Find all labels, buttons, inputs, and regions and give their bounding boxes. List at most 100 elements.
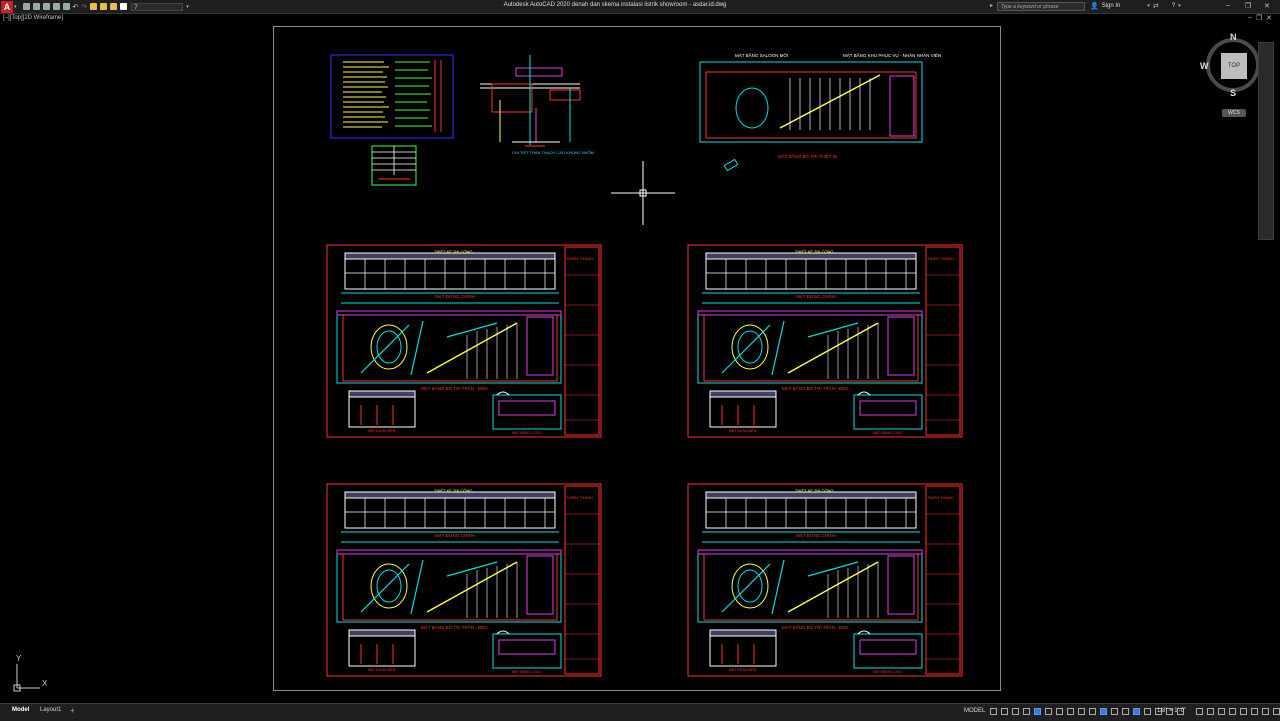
sheet2-mid-title: MẶT ĐỨNG CHÍNH [796, 293, 836, 299]
tab-layout1[interactable]: Layout1 [40, 707, 62, 713]
auto-scale-icon[interactable] [1177, 708, 1184, 715]
layer-lock-icon[interactable] [110, 3, 118, 10]
workspace-gear-icon[interactable] [1196, 708, 1203, 715]
maximize-button[interactable]: ❐ [1245, 3, 1252, 10]
doc-close-button[interactable]: ✕ [1266, 15, 1272, 22]
close-button[interactable]: ✕ [1264, 3, 1270, 10]
open-file-icon[interactable] [32, 3, 40, 10]
doc-restore-button[interactable]: ❐ [1256, 15, 1263, 22]
isolate-objects-icon[interactable] [1251, 708, 1258, 715]
gizmo-icon[interactable] [1155, 708, 1162, 715]
ucs-icon [13, 664, 40, 692]
dynamic-ucs-icon[interactable] [1133, 708, 1140, 715]
object-snap-icon[interactable] [1078, 708, 1085, 715]
ortho-icon[interactable] [1034, 708, 1041, 715]
exchange-icon[interactable]: ⇄ [1152, 3, 1159, 10]
annotation-visibility-icon[interactable] [1166, 708, 1173, 715]
top-right-title-1: MẶT BẰNG SALOON MÔI [735, 51, 788, 58]
sheet1-bottom-left: MẶT ĐỨNG BÊN [368, 428, 396, 433]
lineweight-icon[interactable] [1089, 708, 1096, 715]
compass-north-label[interactable]: N [1230, 32, 1237, 42]
sheet3-bottom-left: MẶT ĐỨNG BÊN [368, 667, 396, 672]
viewcube[interactable]: TOP N S E W [1200, 32, 1268, 98]
sheet2-bottom-right: MẶT BẰNG LOGO [873, 430, 903, 435]
top-right-title-2: MẶT BẰNG KHU PHỤC VỤ - NHÂN NHÂN VIÊN [843, 51, 941, 58]
qat-customize-icon[interactable]: ▾ [186, 3, 189, 10]
snap-icon[interactable] [1001, 708, 1008, 715]
redo-icon[interactable]: ↷ [81, 4, 88, 11]
sheet4-bottom-right: MẶT BẰNG LOGO [873, 669, 903, 674]
sheet1-header: THIẾT KẾ THI CÔNG [434, 249, 473, 254]
save-icon[interactable] [42, 3, 50, 10]
sheet1-mid-title: MẶT ĐỨNG CHÍNH [435, 293, 475, 299]
sheet2-plan-title: MẶT BẰNG BỐ TRÍ TRẦN - ĐÈN [782, 384, 849, 391]
sign-in-arrow-icon[interactable]: ▾ [1147, 3, 1150, 9]
selection-filter-icon[interactable] [1144, 708, 1151, 715]
sign-in-area: 👤 Sign In ▾ ⇄ ? ▾ [1090, 2, 1181, 10]
navigation-bar[interactable] [1258, 42, 1274, 240]
dynamic-input-icon[interactable] [1023, 708, 1030, 715]
add-layout-button[interactable]: + [70, 706, 75, 715]
quick-properties-icon[interactable] [1229, 708, 1236, 715]
detail-caption-text: CHI TIẾT TRẦN THẠCH CAO KHUNG NHÔM [512, 150, 594, 155]
compass-south-label[interactable]: S [1230, 88, 1237, 98]
search-input[interactable]: Type a keyword or phrase [997, 2, 1085, 11]
quick-access-toolbar: ↶ ↷ [22, 3, 128, 11]
isodraft-icon[interactable] [1056, 708, 1063, 715]
layer-sun-icon[interactable] [100, 3, 108, 10]
layer-color-icon[interactable] [120, 3, 128, 10]
sheet3-header: THIẾT KẾ THI CÔNG [434, 488, 473, 493]
sheet1-company: THIÊN THÀNH [566, 256, 593, 261]
save-as-icon[interactable] [52, 3, 60, 10]
layer-bulb-icon[interactable] [90, 3, 98, 10]
3d-osnap-icon[interactable] [1122, 708, 1129, 715]
units-icon[interactable] [1218, 708, 1225, 715]
compass-west-label[interactable]: W [1200, 61, 1209, 71]
object-snap-tracking-icon[interactable] [1067, 708, 1074, 715]
help-icon[interactable]: ? [1171, 3, 1176, 9]
sheet4-header: THIẾT KẾ THI CÔNG [795, 488, 834, 493]
help-arrow-icon[interactable]: ▾ [1178, 3, 1181, 9]
status-right-tools [1196, 708, 1280, 715]
application-menu-button[interactable]: A [1, 0, 13, 13]
new-file-icon[interactable] [22, 3, 30, 10]
sheet2-header: THIẾT KẾ THI CÔNG [795, 249, 834, 254]
sheet3-mid-title: MẶT ĐỨNG CHÍNH [435, 532, 475, 538]
application-menu-arrow-icon[interactable]: ▾ [14, 3, 17, 10]
lock-ui-icon[interactable] [1240, 708, 1247, 715]
polar-tracking-icon[interactable] [1045, 708, 1052, 715]
wcs-menu-button[interactable]: WCS [1222, 109, 1246, 117]
search-arrow-icon[interactable]: ▸ [990, 3, 994, 9]
sign-in-link[interactable]: Sign In [1101, 3, 1121, 9]
top-right-subtitle: MẶT BẰNG BỐ TRÍ THIẾT BỊ [778, 152, 837, 159]
grid-icon[interactable] [990, 708, 997, 715]
viewport-controls-label[interactable]: [–][Top][2D Wireframe] [3, 15, 64, 21]
title-bar: A ▾ ↶ ↷ 7 ▾ [0, 0, 1280, 14]
viewcube-top-face[interactable]: TOP [1221, 53, 1247, 79]
annotation-monitor-icon[interactable] [1207, 708, 1214, 715]
layer-dropdown[interactable]: 7 [131, 2, 184, 11]
sheet4-bottom-left: MẶT ĐỨNG BÊN [729, 667, 757, 672]
paper-boundary [273, 26, 1001, 691]
doc-minimize-button[interactable]: – [1248, 14, 1252, 21]
legend-table-drawing [330, 54, 454, 186]
infer-constraints-icon[interactable] [1012, 708, 1019, 715]
plot-icon[interactable] [62, 3, 70, 10]
graphics-performance-icon[interactable] [1262, 708, 1269, 715]
drawing-canvas[interactable]: CHI TIẾT TRẦN THẠCH CAO KHUNG NHÔM MẶT B… [0, 0, 1280, 703]
sheet4-plan-title: MẶT BẰNG BỐ TRÍ TRẦN - ĐÈN [782, 623, 849, 630]
annotation-scale-dropdown[interactable]: 1/8" = 1'-0" [1157, 708, 1187, 714]
tab-model[interactable]: Model [12, 707, 30, 713]
minimize-button[interactable]: – [1226, 2, 1230, 9]
clean-screen-icon[interactable] [1273, 708, 1280, 715]
user-icon[interactable]: 👤 [1090, 3, 1099, 10]
undo-icon[interactable]: ↶ [72, 4, 79, 11]
selection-cycling-icon[interactable] [1111, 708, 1118, 715]
sheet3-plan-title: MẶT BẰNG BỐ TRÍ TRẦN - ĐÈN [421, 623, 488, 630]
sheet3-bottom-right: MẶT BẰNG LOGO [512, 669, 542, 674]
transparency-icon[interactable] [1100, 708, 1107, 715]
sheet1-plan-title: MẶT BẰNG BỐ TRÍ TRẦN - ĐÈN [421, 384, 488, 391]
ceiling-detail-drawing: CHI TIẾT TRẦN THẠCH CAO KHUNG NHÔM [480, 55, 594, 155]
model-space-button[interactable]: MODEL [964, 708, 986, 714]
ucs-x-label: X [42, 679, 48, 688]
